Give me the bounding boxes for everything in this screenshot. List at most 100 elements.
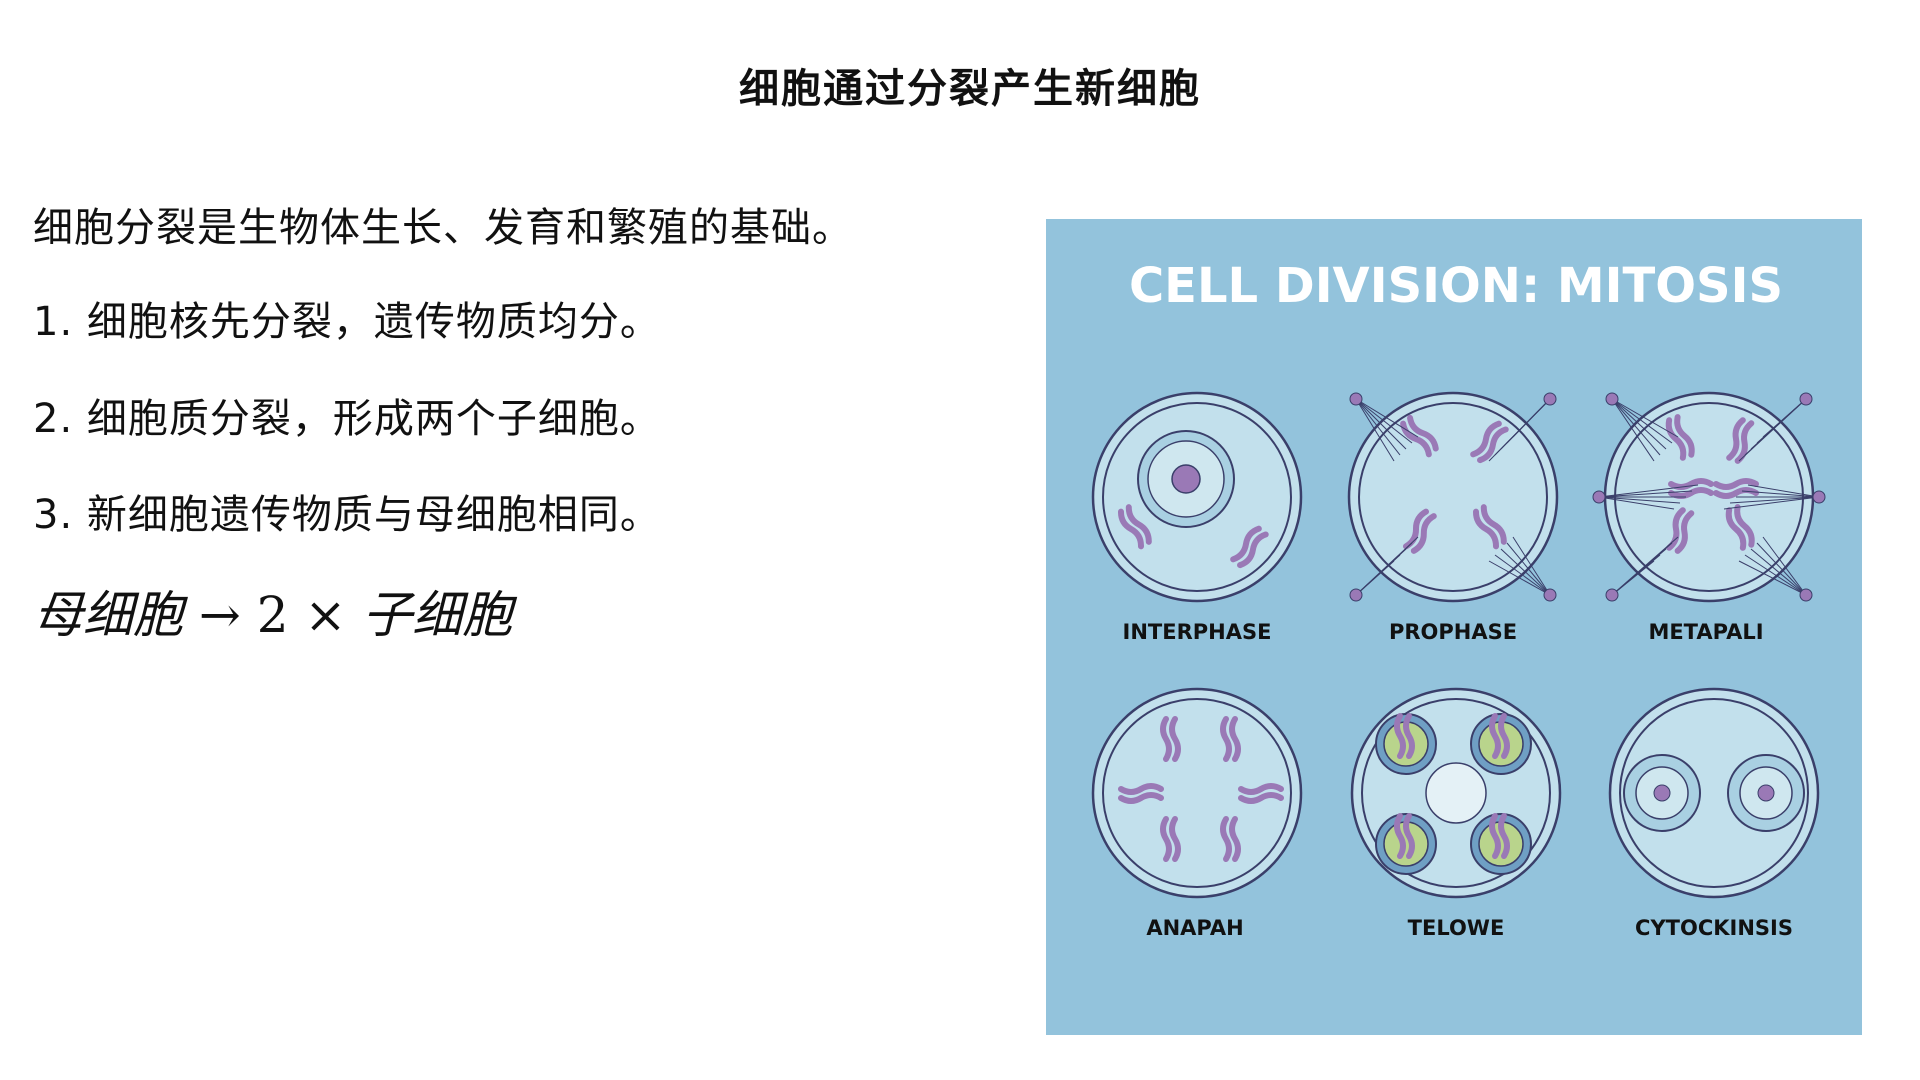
chromosome <box>1726 417 1746 461</box>
formula-arrow: → <box>198 586 241 644</box>
chromosome <box>1410 513 1437 554</box>
chromosome <box>1229 816 1241 862</box>
spindle-fiber <box>1611 398 1679 438</box>
chromosome <box>1400 420 1432 458</box>
spindle-fiber <box>1512 536 1551 596</box>
chromosome <box>1230 525 1262 563</box>
spindle-fiber <box>1355 398 1401 456</box>
chromosome <box>1480 504 1507 545</box>
chromosome <box>1118 783 1164 795</box>
stage-label-anaphase: ANAPAH <box>1146 916 1243 940</box>
spindle-fiber <box>1762 398 1807 438</box>
stage-label-telophase: TELOWE <box>1408 916 1505 940</box>
point-3: 3. 新细胞遗传物质与母细胞相同。 <box>33 492 661 538</box>
formula-rhs: 子细胞 <box>362 586 513 644</box>
chromosome <box>1169 816 1181 862</box>
cell-telophase-membrane <box>1361 698 1551 888</box>
spindle-fiber <box>1488 560 1551 596</box>
chromosome <box>1665 417 1687 461</box>
cell-cytokinesis <box>1608 687 1820 899</box>
chromosome <box>1118 508 1144 550</box>
chromosome <box>1403 813 1415 859</box>
chromosome <box>1498 713 1510 759</box>
cell-cytokinesis-membrane <box>1619 698 1809 888</box>
mitosis-illustration: CELL DIVISION: MITOSIS INTERPHASE PROPHA… <box>1046 219 1862 1035</box>
chromosome <box>1734 504 1755 548</box>
spindle-fiber <box>1598 496 1681 504</box>
centrosome <box>1592 490 1606 504</box>
chromosome <box>1489 813 1501 859</box>
spindle-fiber <box>1762 536 1807 596</box>
chromosome <box>1403 508 1429 550</box>
chromosome <box>1668 487 1714 499</box>
chromosome <box>1473 508 1499 550</box>
chromosome <box>1220 716 1232 762</box>
spindle-fiber <box>1741 490 1820 498</box>
chromosome <box>1407 414 1439 452</box>
chromosome <box>1713 478 1759 490</box>
nucleolus <box>1171 464 1201 494</box>
chromosome <box>1668 478 1714 490</box>
spindle-fiber <box>1598 496 1675 510</box>
figure-title: CELL DIVISION: MITOSIS <box>1129 258 1783 314</box>
spindle-fiber <box>1512 398 1551 438</box>
spindle-fiber <box>1756 542 1807 596</box>
chromosome <box>1125 504 1152 545</box>
spindle-fiber <box>1611 536 1679 596</box>
centrosome <box>1812 490 1826 504</box>
stage-label-interphase: INTERPHASE <box>1123 620 1272 644</box>
centrosome <box>1799 588 1813 602</box>
spindle-fiber <box>1738 560 1807 596</box>
cell-anaphase <box>1091 687 1303 899</box>
spindle-fiber <box>1500 548 1551 596</box>
spindle-fiber <box>1611 398 1655 462</box>
spindle-fiber <box>1747 484 1820 498</box>
cell-prophase-membrane <box>1358 402 1548 592</box>
spindle-fiber <box>1355 398 1413 444</box>
spindle-fiber <box>1611 398 1667 450</box>
spindle-fiber <box>1750 548 1807 596</box>
chromosome <box>1713 487 1759 499</box>
spindle-fiber <box>1744 554 1807 596</box>
spindle-fiber <box>1355 398 1407 450</box>
chromosome <box>1169 716 1181 762</box>
chromosome <box>1238 783 1284 795</box>
chromosome <box>1674 510 1695 554</box>
daughter-nucleolus <box>1757 784 1775 802</box>
centrosome <box>1605 392 1619 406</box>
intro-text: 细胞分裂是生物体生长、发育和繁殖的基础。 <box>33 205 853 251</box>
stage-label-cytokinesis: CYTOCKINSIS <box>1635 916 1793 940</box>
spindle-fiber <box>1598 484 1699 498</box>
chromosome <box>1237 531 1269 569</box>
spindle-fiber <box>1494 554 1551 596</box>
formula-count: 2 <box>256 586 289 644</box>
spindle-fiber <box>1355 536 1419 596</box>
cell-interphase-membrane <box>1102 402 1292 592</box>
centrosome <box>1605 588 1619 602</box>
spindle-fiber <box>1723 496 1820 510</box>
spindle-fiber <box>1506 542 1551 596</box>
centrosome <box>1543 392 1557 406</box>
formula-lhs: 母细胞 <box>33 586 183 644</box>
chromosome <box>1160 716 1172 762</box>
spindle-fiber <box>1598 490 1693 498</box>
centrosome <box>1799 392 1813 406</box>
mitosis-diagram: CELL DIVISION: MITOSIS INTERPHASE PROPHA… <box>1091 258 1826 940</box>
chromosome <box>1403 713 1415 759</box>
formula: 母细胞 → 2 × 子细胞 <box>33 575 512 647</box>
cell-anaphase-membrane <box>1102 698 1292 888</box>
chromosome <box>1160 816 1172 862</box>
chromosome <box>1666 507 1686 551</box>
chromosome <box>1734 420 1755 464</box>
daughter-nucleolus <box>1653 784 1671 802</box>
point-1: 1. 细胞核先分裂，遗传物质均分。 <box>33 299 661 345</box>
chromosome <box>1229 716 1241 762</box>
chromosome <box>1674 414 1695 458</box>
centrosome <box>1349 392 1363 406</box>
point-2: 2. 细胞质分裂，形成两个子细胞。 <box>33 396 661 442</box>
stage-label-prophase: PROPHASE <box>1389 620 1517 644</box>
spindle-fiber <box>1729 496 1820 504</box>
centrosome <box>1543 588 1557 602</box>
chromosome <box>1394 713 1406 759</box>
chromosome <box>1118 792 1164 804</box>
